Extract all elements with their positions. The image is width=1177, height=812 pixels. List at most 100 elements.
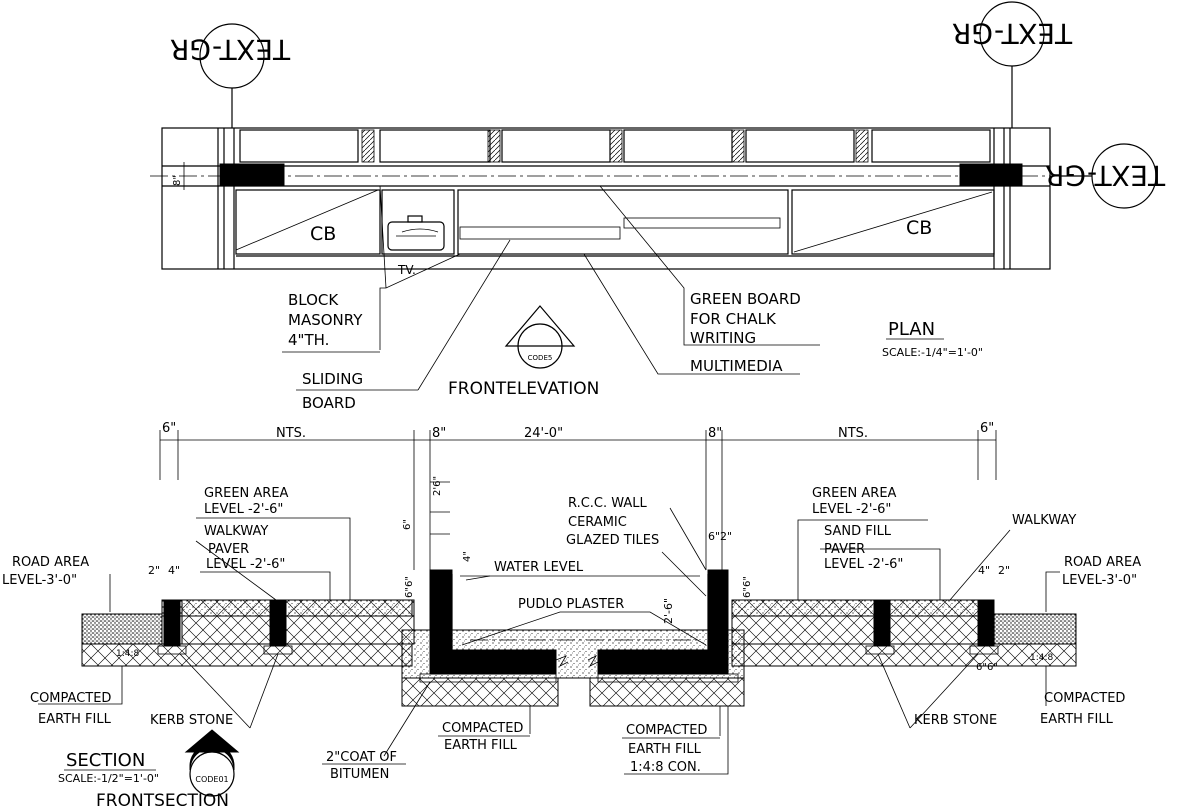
section-marker: CODE01	[184, 729, 240, 797]
svg-text:TEXT-GR: TEXT-GR	[170, 33, 291, 66]
mix-right: 1:4:8	[1030, 653, 1054, 663]
svg-text:CODE5: CODE5	[528, 354, 553, 362]
tv-label: TV.	[397, 263, 416, 277]
road-area-left-2: LEVEL-3'-0"	[2, 573, 77, 588]
block-masonry-line3: 4"TH.	[288, 331, 329, 349]
dim-4-left: 4"	[462, 551, 473, 562]
cupboard-label-right: CB	[906, 217, 932, 239]
sliding-board-line2: BOARD	[302, 394, 356, 412]
sand-layer-left	[161, 599, 413, 617]
dim-6-left: 6"	[162, 421, 176, 436]
dim-6-6-left: 6"6"	[404, 576, 415, 598]
column-left	[219, 163, 285, 187]
green-area-left-1: GREEN AREA	[204, 486, 289, 501]
grid-tag-top-right: TEXT-GR	[952, 1, 1073, 128]
compacted-right-2: EARTH FILL	[1040, 712, 1114, 727]
svg-text:TEXT-GR: TEXT-GR	[1045, 159, 1166, 192]
kerb-stone-left-outer	[163, 599, 181, 647]
dim-4-kerb-right: 4"	[978, 564, 990, 577]
mix-left: 1:4:8	[116, 649, 140, 659]
svg-text:CODE01: CODE01	[195, 775, 228, 784]
front-elevation-label: FRONTELEVATION	[448, 379, 599, 399]
compacted-con-2: EARTH FILL	[628, 742, 702, 757]
dim-2-right: 2"	[998, 564, 1010, 577]
paver-right-2: LEVEL -2'-6"	[824, 557, 903, 572]
road-area-right-2: LEVEL-3'-0"	[1062, 573, 1137, 588]
compacted-con-1: COMPACTED	[626, 723, 707, 738]
plan-title: PLAN	[888, 319, 935, 340]
dim-6-base-right: 6"6"	[976, 662, 998, 673]
kerb-stone-right-label: KERB STONE	[914, 713, 997, 728]
compacted-right-1: COMPACTED	[1044, 691, 1125, 706]
plan-scale: SCALE:-1/4"=1'-0"	[882, 346, 983, 359]
road-area-left-1: ROAD AREA	[12, 555, 89, 570]
sliding-board-line1: SLIDING	[302, 370, 363, 388]
compacted-mid-1: COMPACTED	[442, 721, 523, 736]
dim-6-6-right: 6"6"	[742, 576, 753, 598]
window-row	[239, 129, 991, 163]
sand-layer-right	[731, 599, 995, 617]
dim-6-right: 6"	[980, 421, 994, 436]
plan-view: TV. CB CB 8" TEXT-GR TEXT-GR TEXT-GR BLO…	[150, 1, 1166, 412]
concrete-under-pool	[589, 677, 745, 707]
multimedia-label: MULTIMEDIA	[690, 357, 783, 375]
dim-8-left: 8"	[432, 426, 446, 441]
bitumen-1: 2"COAT OF	[326, 750, 397, 765]
bitumen-2: BITUMEN	[330, 767, 389, 782]
rcc-wall-label: R.C.C. WALL	[568, 496, 648, 511]
section-view: 6" NTS. 8" 24'-0" 8" NTS. 6"	[2, 421, 1141, 811]
dim-4-kerb-left: 4"	[168, 564, 180, 577]
rcc-wall-left	[429, 569, 557, 675]
paver-left-1: PAVER	[208, 542, 249, 557]
road-fill-left	[81, 613, 163, 645]
dim-6-2-right: 6"2"	[708, 530, 732, 543]
green-board-line3: WRITING	[690, 329, 756, 347]
green-area-right-2: LEVEL -2'-6"	[812, 502, 891, 517]
walkway-left: WALKWAY	[204, 524, 268, 539]
tv-icon	[387, 215, 445, 251]
compacted-mid-2: EARTH FILL	[444, 738, 518, 753]
front-section-label: FRONTSECTION	[96, 791, 229, 811]
block-masonry-line2: MASONRY	[288, 311, 363, 329]
dim-6-wall-top: 6"	[402, 519, 413, 530]
walkway-right: WALKWAY	[1012, 513, 1076, 528]
green-board-line1: GREEN BOARD	[690, 290, 801, 308]
section-title: SECTION	[66, 750, 145, 771]
cupboard-label-left: CB	[310, 223, 336, 245]
green-area-right-1: GREEN AREA	[812, 486, 897, 501]
base-soil-right	[731, 643, 1077, 667]
svg-text:TEXT-GR: TEXT-GR	[952, 17, 1073, 50]
dim-8-right: 8"	[708, 426, 722, 441]
dim-24ft: 24'-0"	[524, 426, 563, 441]
kerb-stone-left-inner	[269, 599, 287, 647]
kerb-stone-right-outer	[977, 599, 995, 647]
sand-fill-label: SAND FILL	[824, 524, 892, 539]
dim-2-left: 2"	[148, 564, 160, 577]
ceramic-2: GLAZED TILES	[566, 533, 659, 548]
kerb-stone-left-label: KERB STONE	[150, 713, 233, 728]
road-area-right-1: ROAD AREA	[1064, 555, 1141, 570]
grid-tag-left: TEXT-GR	[170, 23, 291, 128]
elevation-marker: CODE5	[504, 305, 576, 369]
pudlo-plaster-label: PUDLO PLASTER	[518, 597, 624, 612]
compacted-con-3: 1:4:8 CON.	[630, 760, 701, 775]
paver-left-2: LEVEL -2'-6"	[206, 557, 285, 572]
ceramic-1: CERAMIC	[568, 515, 627, 530]
dim-2-6-top: 2'6"	[432, 476, 443, 496]
compacted-under-pool	[401, 677, 559, 707]
block-masonry-line1: BLOCK	[288, 291, 339, 309]
dim-nts-right: NTS.	[838, 426, 868, 441]
water-level-label: WATER LEVEL	[494, 560, 584, 575]
compacted-left-2: EARTH FILL	[38, 712, 112, 727]
column-right	[959, 163, 1023, 187]
kerb-stone-right-inner	[873, 599, 891, 647]
road-fill-right	[993, 613, 1077, 645]
compacted-left-1: COMPACTED	[30, 691, 111, 706]
grid-tag-right: TEXT-GR	[1045, 143, 1166, 209]
paver-right-1: PAVER	[824, 542, 865, 557]
section-scale: SCALE:-1/2"=1'-0"	[58, 772, 159, 785]
green-area-left-2: LEVEL -2'-6"	[204, 502, 283, 517]
dim-nts-left: NTS.	[276, 426, 306, 441]
dim-8-plan: 8"	[172, 175, 183, 186]
